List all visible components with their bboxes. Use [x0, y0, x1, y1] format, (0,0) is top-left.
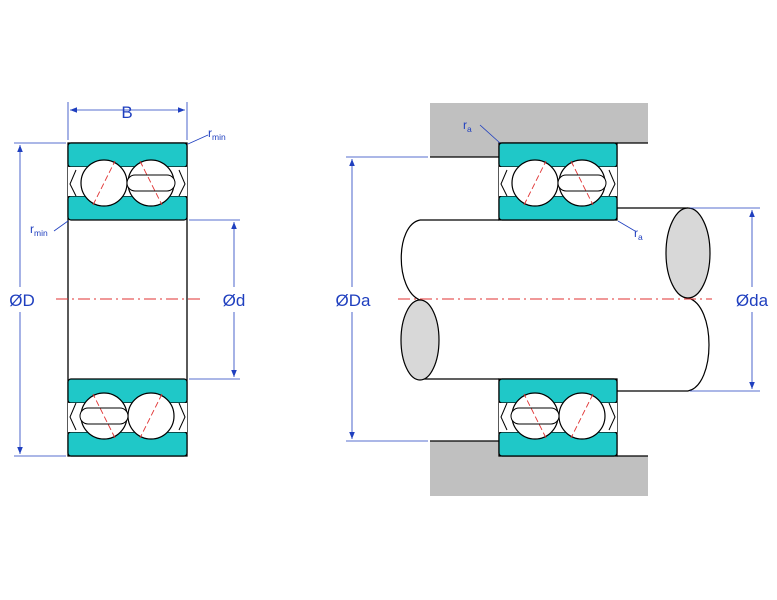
r-a-top-callout: ra	[463, 118, 501, 144]
mounted-bearing-top	[498, 142, 618, 221]
r-a-bottom-callout: ra	[617, 220, 643, 242]
inner-ring-top	[67, 195, 188, 221]
inner-ring-bottom	[67, 378, 188, 404]
svg-text:rmin: rmin	[30, 222, 48, 238]
mounted-bearing-bottom	[498, 378, 618, 457]
housing-bottom	[430, 441, 648, 496]
dimension-b: B	[67, 102, 188, 140]
r-min-top-base: r	[208, 126, 212, 140]
r-min-bottom-base: r	[30, 222, 34, 236]
outer-ring-top	[67, 142, 188, 168]
housing-top	[430, 103, 648, 157]
outer-ring-bottom	[67, 431, 188, 457]
ball-top-left	[80, 159, 128, 207]
svg-text:ra: ra	[634, 226, 643, 242]
svg-text:rmin: rmin	[208, 126, 226, 142]
svg-text:ra: ra	[463, 118, 472, 134]
r-min-bottom-callout: rmin	[30, 220, 69, 238]
shaft-right-end	[665, 207, 711, 299]
r-a-top-sub: a	[467, 124, 472, 134]
bearing-section-view: B ØD Ød rmin rmin	[9, 102, 246, 457]
r-a-bottom-sub: a	[638, 232, 643, 242]
r-a-top-base: r	[463, 118, 467, 132]
dimension-shaft-da: Øda	[690, 207, 769, 392]
label-shaft-da: Øda	[736, 291, 769, 310]
ball-bottom-right	[127, 392, 175, 440]
mounting-view: ØDa Øda ra ra	[336, 103, 769, 496]
r-min-top-sub: min	[212, 132, 226, 142]
label-b: B	[121, 103, 132, 122]
r-min-bottom-sub: min	[34, 228, 48, 238]
dimension-outer-d: ØD	[9, 142, 66, 457]
shaft-left-end	[400, 299, 440, 381]
label-housing-da: ØDa	[336, 291, 372, 310]
bearing-top-half	[67, 142, 188, 221]
r-min-top-callout: rmin	[187, 126, 226, 145]
label-outer-d: ØD	[9, 291, 35, 310]
dimension-housing-da: ØDa	[336, 156, 428, 442]
shaft	[400, 207, 711, 392]
label-bore-d: Ød	[223, 291, 246, 310]
bearing-bottom-half	[67, 378, 188, 457]
r-a-bottom-base: r	[634, 226, 638, 240]
dimension-bore-d: Ød	[189, 219, 246, 380]
